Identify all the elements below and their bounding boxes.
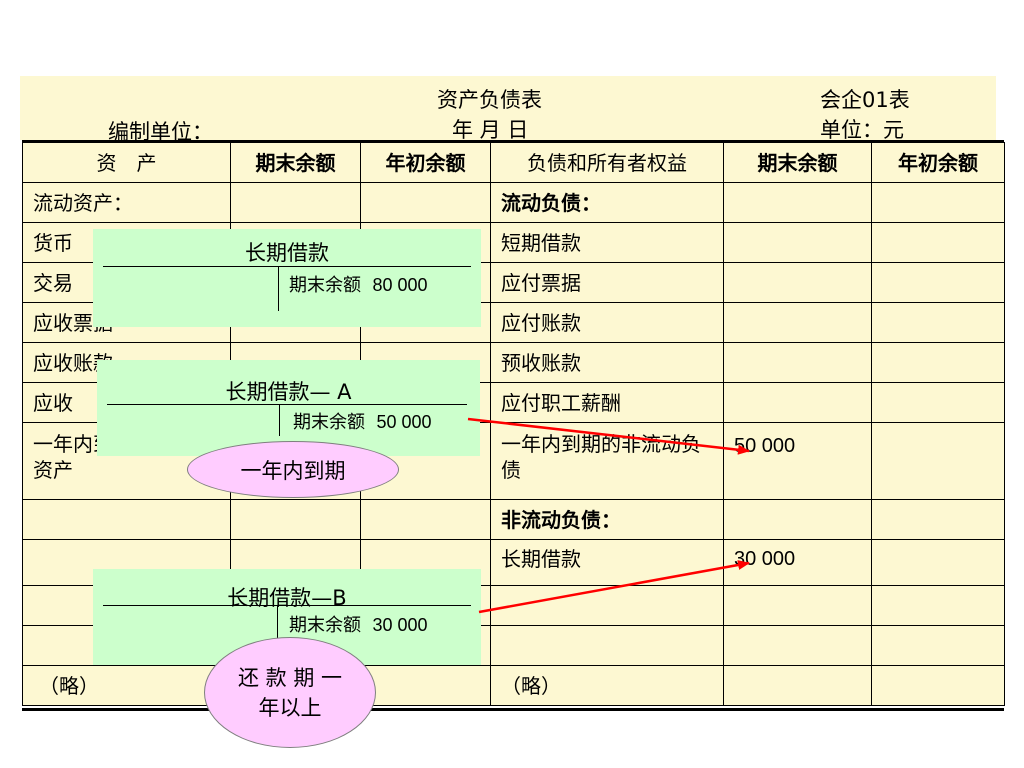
col-header-liab-end: 期末余额 [723,142,872,183]
asset-cell: （略） [22,665,231,706]
table-row: 货币 短期借款 [22,222,1005,263]
t-account-balance: 期末余额 30 000 [289,615,428,636]
t-account-title: 长期借款—B [227,586,347,610]
report-header: 资产负债表 会企01表 编制单位： 年 月 日 单位：元 [20,76,996,144]
callout-over-one-year: 还 款 期 一年以上 [204,637,376,748]
table-row: 长期借款 30 000 [22,539,1005,586]
t-account-title: 长期借款— A [225,380,352,404]
t-account-amount: 50 000 [376,412,432,432]
currency-unit: 单位：元 [820,118,904,142]
form-number: 会企01表 [820,88,910,112]
col-header-liab-begin: 年初余额 [871,142,1005,183]
liab-cell: 流动负债： [490,182,724,223]
t-account-long-term-loan-a: 长期借款— A 期末余额 50 000 [97,360,480,456]
report-title: 资产负债表 [437,88,542,112]
liab-cell: 短期借款 [490,222,724,263]
t-account-divider [103,605,471,606]
table-header-row: 资 产 期末余额 年初余额 负债和所有者权益 期末余额 年初余额 [22,142,1005,183]
liab-cell: 长期借款 [490,539,724,586]
t-account-balance: 期末余额 80 000 [289,275,428,296]
arrow-to-long-term-loan [478,560,750,614]
callout-within-one-year: 一年内到期 [187,441,399,498]
t-account-divider [277,605,278,643]
asset-cell: 流动资产： [22,182,231,223]
liab-cell: （略） [490,665,724,706]
liab-cell: 非流动负债： [490,499,724,540]
liab-cell [490,585,724,626]
t-account-amount: 30 000 [372,615,428,635]
t-account-long-term-loan: 长期借款 期末余额 80 000 [93,229,481,327]
table-row: 流动资产： 流动负债： [22,182,1005,223]
t-account-divider [107,404,467,405]
table-bottom-rule [22,708,1004,711]
t-account-amount: 80 000 [372,275,428,295]
t-account-title: 长期借款 [245,241,329,265]
liab-cell: 预收账款 [490,342,724,383]
t-account-divider [278,266,279,311]
t-account-divider [103,266,471,267]
col-header-liabilities: 负债和所有者权益 [490,142,724,183]
liab-cell: 应付职工薪酬 [490,382,724,423]
arrow-to-current-liability [467,417,750,455]
report-date: 年 月 日 [452,118,529,142]
t-account-divider [279,404,280,436]
table-top-rule [22,140,1004,143]
col-header-asset-begin: 年初余额 [360,142,491,183]
t-account-balance: 期末余额 50 000 [293,412,432,433]
